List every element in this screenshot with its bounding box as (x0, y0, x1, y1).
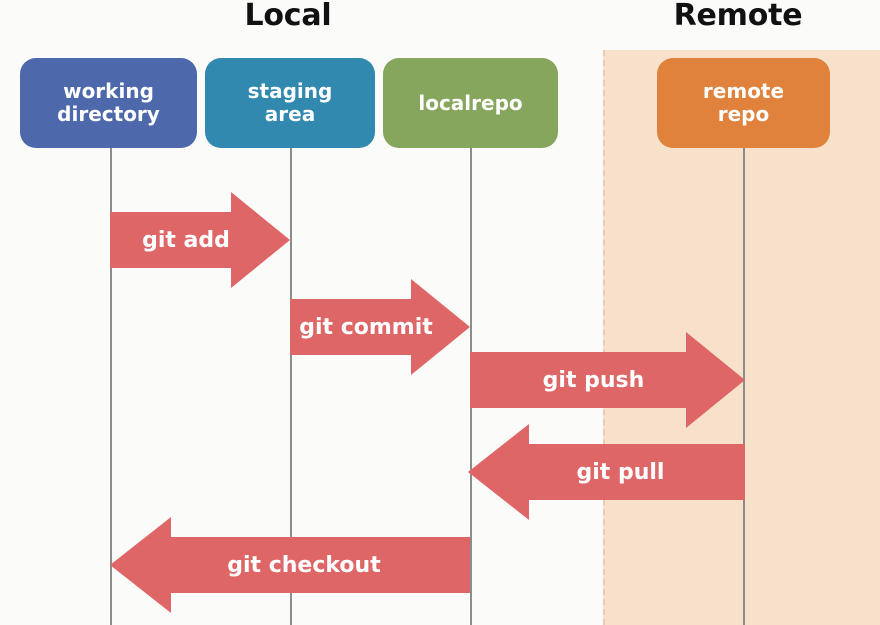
arrow-git-push[interactable]: git push (470, 332, 745, 428)
section-heading-local: Local (244, 0, 332, 33)
arrow-git-add[interactable]: git add (110, 192, 290, 288)
node-remote-repo[interactable]: remote repo (657, 58, 830, 148)
git-pull-arrow-shape (468, 424, 745, 520)
git-commit-arrow-shape (290, 279, 470, 375)
git-push-arrow-shape (470, 332, 745, 428)
lifeline-staging-area (290, 120, 292, 625)
git-checkout-arrow-shape (110, 517, 470, 613)
node-localrepo[interactable]: localrepo (383, 58, 558, 148)
arrow-git-pull[interactable]: git pull (468, 424, 745, 520)
node-staging-area[interactable]: staging area (205, 58, 375, 148)
lifeline-working-directory (110, 120, 112, 625)
git-add-arrow-shape (110, 192, 290, 288)
arrow-git-commit[interactable]: git commit (290, 279, 470, 375)
node-working-directory[interactable]: working directory (20, 58, 197, 148)
section-heading-remote: Remote (673, 0, 803, 33)
arrow-git-checkout[interactable]: git checkout (110, 517, 470, 613)
lifeline-remote-repo (743, 120, 745, 625)
